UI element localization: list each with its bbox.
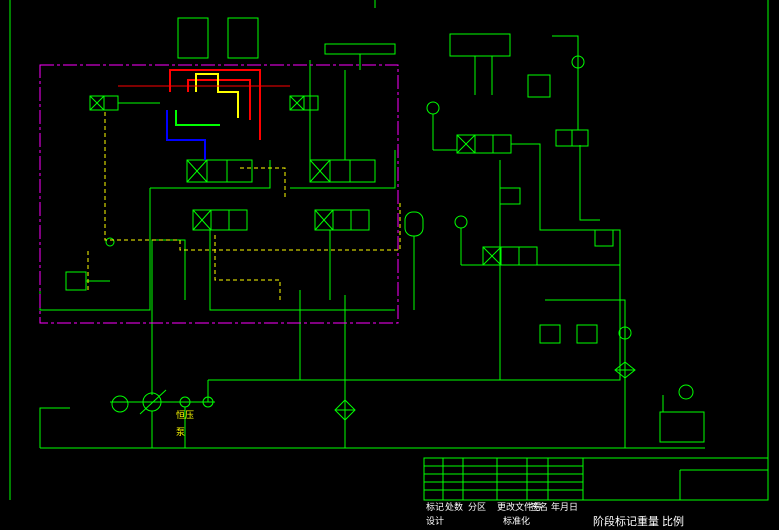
machine-boundary — [39, 64, 399, 324]
gauge-right-2 — [454, 215, 468, 229]
pump-label-1: 恒压 — [176, 411, 195, 421]
valve-x2 — [89, 95, 105, 111]
hose-yellow — [195, 73, 239, 118]
right-valve-1-x2 — [456, 134, 476, 154]
right-relief-3 — [576, 324, 598, 344]
right-valve-1b — [474, 134, 494, 154]
valve-left-top-b — [103, 95, 119, 111]
right-pipe-6 — [545, 299, 626, 340]
right-valve-2c — [518, 246, 538, 266]
tb-mark: 标记 — [426, 503, 445, 513]
right-valve-3b — [571, 129, 589, 147]
sub-valve-1c — [228, 209, 248, 231]
right-valve-3a — [555, 129, 573, 147]
gauge-right-1 — [426, 101, 440, 115]
sub-valve-2-x2 — [314, 209, 334, 231]
right-relief-1 — [499, 187, 521, 205]
sub-valve-1b — [210, 209, 230, 231]
pipe-c — [290, 150, 396, 189]
right-cylinder — [449, 33, 511, 57]
sub-valve-2c — [350, 209, 370, 231]
tb-zone: 分区 — [468, 503, 487, 513]
right-relief-2 — [594, 229, 614, 247]
actuator-top-cylinder — [324, 43, 396, 55]
tank-return-line — [39, 407, 70, 448]
main-valve-1c — [226, 159, 253, 183]
tb-date: 年月日 — [551, 503, 579, 513]
tb-stage-mark: 阶段标记 — [593, 515, 637, 528]
main-valve-1-x2 — [186, 159, 208, 183]
accumulator — [404, 211, 424, 237]
tb-sign: 签名 — [530, 503, 549, 513]
hose-blue — [166, 110, 206, 160]
relief-valve-left — [65, 271, 87, 291]
tb-count: 处数 — [445, 503, 464, 513]
right-valve-4 — [539, 324, 561, 344]
pipe-d — [209, 230, 395, 311]
pump-label-2: 泵 — [176, 428, 186, 438]
reservoir — [659, 411, 705, 443]
motor-symbol — [111, 395, 129, 413]
pilot-line-1 — [104, 112, 401, 251]
valve-right-top-b — [303, 95, 319, 111]
right-valve-1c — [492, 134, 512, 154]
pilot-line-2 — [214, 235, 281, 300]
pilot-line-3 — [240, 167, 286, 200]
main-valve-2-x2 — [309, 159, 331, 183]
main-valve-1b — [206, 159, 228, 183]
breather-cap — [678, 384, 694, 400]
limit-switch — [527, 74, 551, 98]
actuator-left — [177, 17, 209, 59]
main-valve-2c — [349, 159, 376, 183]
return-riser — [151, 239, 186, 395]
title-block — [423, 457, 769, 501]
valve-x4 — [289, 95, 305, 111]
right-valve-2-x2 — [482, 246, 502, 266]
sub-valve-2b — [332, 209, 352, 231]
sub-valve-1-x2 — [192, 209, 212, 231]
tb-scale: 比例 — [662, 515, 684, 528]
tb-weight: 重量 — [637, 515, 659, 528]
right-valve-2b — [500, 246, 520, 266]
tb-standard: 标准化 — [503, 517, 531, 527]
tb-design: 设计 — [426, 517, 445, 527]
right-pipe-3 — [552, 35, 579, 130]
pressure-main — [208, 300, 621, 381]
actuator-right — [227, 17, 259, 59]
right-pipe-2 — [511, 143, 621, 300]
right-pipe-7 — [579, 145, 600, 221]
hose-green — [175, 110, 220, 126]
main-valve-2b — [329, 159, 351, 183]
tb-change-doc: 更改文件号 — [497, 503, 543, 513]
shuttle-valve — [105, 237, 115, 247]
pipe-b — [150, 160, 271, 189]
pipe-a — [39, 188, 151, 311]
hose-red — [169, 69, 261, 140]
